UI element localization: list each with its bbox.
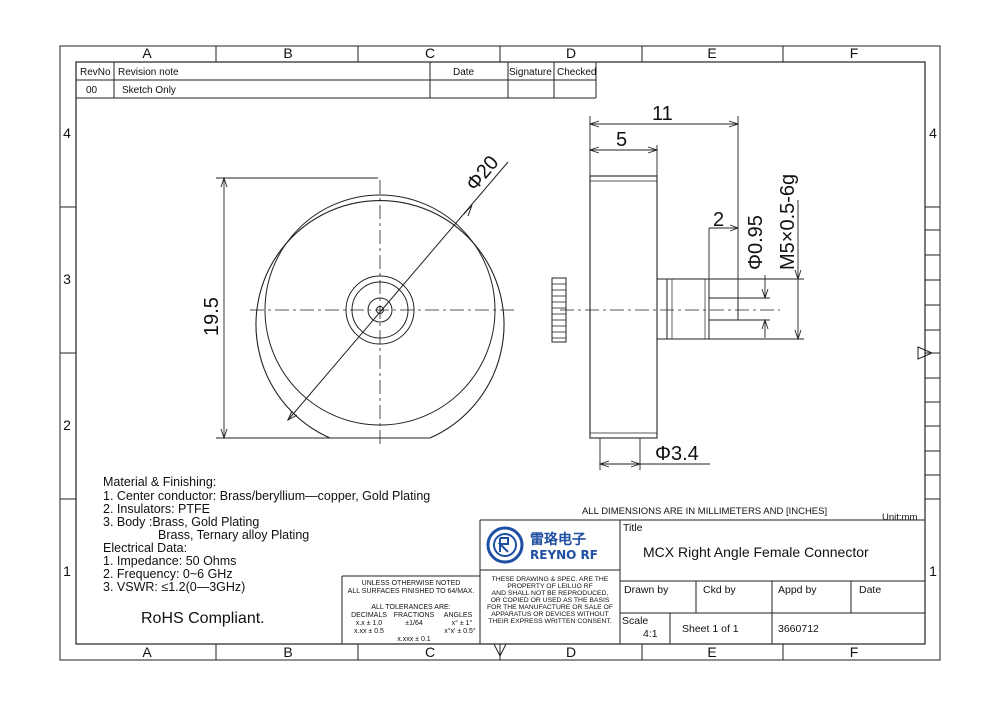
zone-row-3-left: 3: [63, 271, 71, 287]
centering-arrow-bottom: [493, 643, 507, 658]
zone-col-a-top: A: [142, 45, 152, 61]
zone-ticks: [60, 46, 940, 660]
title-block-grid: [341, 519, 925, 644]
zone-row-4-right: 4: [929, 125, 937, 141]
dim-length-5: 5: [616, 129, 627, 151]
note-line: Electrical Data:: [103, 541, 187, 555]
tol-col1-b: x.xx ± 0.5: [354, 628, 384, 635]
zone-col-c-bottom: C: [425, 644, 435, 660]
zone-col-e-top: E: [707, 45, 716, 61]
tol-col1-head: DECIMALS: [351, 612, 387, 619]
zone-col-e-bottom: E: [707, 644, 716, 660]
zone-col-f-top: F: [850, 45, 859, 61]
dim-body-diameter: Φ3.4: [655, 443, 699, 465]
material-notes: Material & Finishing: 1. Center conducto…: [103, 475, 430, 594]
zone-row-2-left: 2: [63, 417, 71, 433]
note-line: 1. Center conductor: Brass/beryllium—cop…: [103, 489, 430, 503]
property-line: THEIR EXPRESS WRITTEN CONSENT.: [488, 618, 612, 625]
tol-line1: UNLESS OTHERWISE NOTED: [362, 580, 461, 587]
part-number: 3660712: [778, 623, 819, 635]
property-line: OR COPIED OR USED AS THE BASIS: [491, 597, 610, 604]
title-block: Title MCX Right Angle Female Connector D…: [622, 522, 881, 640]
appd-by-label: Appd by: [778, 584, 817, 596]
zone-row-4-left: 4: [63, 125, 71, 141]
zone-row-1-right: 1: [929, 563, 937, 579]
property-line: THESE DRAWING & SPEC. ARE THE: [492, 576, 609, 583]
drawn-by-label: Drawn by: [624, 584, 669, 596]
dim-thread: M5×0.5-6g: [777, 174, 799, 270]
all-dimensions-note: ALL DIMENSIONS ARE IN MILLIMETERS AND [I…: [582, 506, 827, 517]
dim-diameter-20: Φ20: [462, 152, 503, 195]
dim-pin-diameter: Φ0.95: [745, 215, 767, 270]
zone-col-d-bottom: D: [566, 644, 576, 660]
centering-arrow-right: [917, 346, 934, 360]
note-line: 3. Body :Brass, Gold Plating: [103, 515, 259, 529]
property-line: FOR THE MANUFACTURE OR SALE OF: [487, 604, 613, 611]
tol-col3-b: x°x' ± 0.5°: [444, 627, 476, 635]
front-outer-profile: [255, 200, 505, 439]
logo-chinese: 雷珞电子: [530, 531, 586, 548]
property-note: THESE DRAWING & SPEC. ARE THE PROPERTY O…: [487, 576, 613, 625]
dim-offset-2: 2: [713, 209, 724, 231]
tol-col3-a: x° ± 1°: [452, 619, 473, 627]
side-thread: [666, 278, 710, 340]
zone-col-c-top: C: [425, 45, 435, 61]
note-line: 2. Insulators: PTFE: [103, 502, 210, 516]
property-line: APPARATUS OR DEVICES WITHOUT: [491, 611, 609, 618]
rev-row-revno: 00: [86, 85, 98, 96]
date-label: Date: [859, 584, 881, 596]
title-label: Title: [623, 522, 643, 534]
side-collar: [656, 278, 668, 340]
unit-label: Unit:mm: [882, 512, 917, 523]
scale-label: Scale: [622, 615, 648, 627]
front-view: Φ20 19.5: [201, 152, 515, 448]
ckd-by-label: Ckd by: [703, 584, 736, 596]
note-line: 3. VSWR: ≤1.2(0—3GHz): [103, 580, 245, 594]
tol-heading: ALL TOLERANCES ARE:: [371, 604, 450, 611]
company-logo: 雷珞电子 REYNO RF: [486, 526, 598, 564]
front-centerlines: [250, 180, 515, 448]
zone-col-b-top: B: [283, 45, 292, 61]
rev-header-note: Revision note: [118, 67, 179, 78]
rev-header-date: Date: [453, 67, 475, 78]
tol-col1-c: x.xxx ± 0.1: [397, 636, 431, 643]
rev-row-note: Sketch Only: [122, 85, 176, 96]
rev-header-revno: RevNo: [80, 67, 111, 78]
side-pin: [708, 297, 739, 321]
tol-col2-a: ±1/64: [405, 620, 423, 627]
dim-length-11: 11: [652, 103, 673, 125]
note-line: Brass, Ternary alloy Plating: [158, 528, 309, 542]
tol-col3-head: ANGLES: [444, 612, 473, 619]
tol-line2: ALL SURFACES FINISHED TO 64/MAX.: [348, 588, 475, 595]
scale-value: 4:1: [643, 628, 658, 640]
zone-col-b-bottom: B: [283, 644, 292, 660]
side-body: [589, 175, 658, 439]
dim-height-19-5: 19.5: [201, 297, 223, 336]
height-dimension: [216, 176, 378, 440]
zone-col-f-bottom: F: [850, 644, 859, 660]
drawing-title: MCX Right Angle Female Connector: [643, 544, 869, 560]
tol-col2-head: FRACTIONS: [394, 612, 435, 619]
zone-row-1-left: 1: [63, 563, 71, 579]
knurled-nut: [551, 277, 567, 343]
tol-col1-a: x.x ± 1.0: [356, 620, 383, 627]
rev-header-checked: Checked: [557, 67, 596, 78]
note-line: 2. Frequency: 0~6 GHz: [103, 567, 233, 581]
diameter-leader: [287, 161, 509, 421]
note-line: 1. Impedance: 50 Ohms: [103, 554, 236, 568]
rohs-note: RoHS Compliant.: [141, 610, 265, 627]
tolerance-block: UNLESS OTHERWISE NOTED ALL SURFACES FINI…: [348, 580, 476, 643]
property-line: PROPERTY OF LEILUO RF: [507, 583, 593, 590]
zone-col-a-bottom: A: [142, 644, 152, 660]
zone-col-d-top: D: [566, 45, 576, 61]
sheet-number: Sheet 1 of 1: [682, 623, 739, 635]
note-line: Material & Finishing:: [103, 475, 216, 489]
side-view: 11 5 2 Φ0.95 M5×0.5-6g Φ3.4: [551, 103, 804, 470]
revision-table: RevNo Revision note Date Signature Check…: [76, 62, 597, 99]
rev-header-signature: Signature: [509, 67, 552, 78]
length-dimensions: [588, 116, 804, 470]
property-line: AND SHALL NOT BE REPRODUCED,: [492, 590, 609, 597]
logo-english: REYNO RF: [530, 548, 598, 562]
